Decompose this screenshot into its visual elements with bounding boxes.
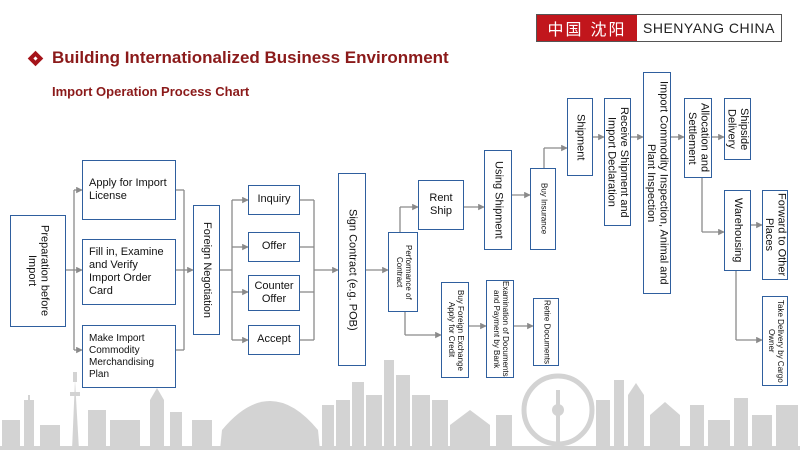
box-buy-foreign-exchange: Buy Foreign Exchange Apply for Credit: [441, 282, 469, 378]
box-inquiry: Inquiry: [248, 185, 300, 215]
box-receive-shipment-declaration: Receive Shipment and Import Declaration: [604, 98, 631, 226]
chart-subtitle: Import Operation Process Chart: [52, 84, 250, 99]
box-shipside-delivery: Shipside Delivery: [724, 98, 751, 160]
box-allocation-settlement: Allocation and Settlement: [684, 98, 712, 178]
brand-chinese: 中国 沈阳: [537, 15, 637, 41]
box-warehousing: Warehousing: [724, 190, 751, 271]
page-title: Building Internationalized Business Envi…: [52, 48, 449, 67]
box-accept: Accept: [248, 325, 300, 355]
box-merchandising-plan: Make Import Commodity Merchandising Plan: [82, 325, 176, 388]
box-using-shipment: Using Shipment: [484, 150, 512, 250]
box-shipment: Shipment: [567, 98, 593, 176]
box-performance-of-contract: Performance of Contract: [388, 232, 418, 312]
box-foreign-negotiation: Foreign Negotiation: [193, 205, 220, 335]
box-sign-contract: Sign Contract (e.g. POB): [338, 173, 366, 366]
box-apply-import-license: Apply for Import License: [82, 160, 176, 220]
box-fill-verify-order-card: Fill in, Examine and Verify Import Order…: [82, 239, 176, 305]
box-preparation-before-import: Preparation before Import: [10, 215, 66, 327]
box-examination-documents-payment: Examination of Documents and Payment by …: [486, 280, 514, 378]
brand-english: SHENYANG CHINA: [643, 20, 775, 36]
box-retire-documents: Retire Documents: [533, 298, 559, 366]
box-import-commodity-inspection: Import Commodity Inspection, Animal and …: [643, 72, 671, 294]
brand-badge: 中国 沈阳 SHENYANG CHINA: [536, 14, 782, 42]
box-buy-insurance: Buy Insurance: [530, 168, 556, 250]
box-forward-other-places: Forward to Other Places: [762, 190, 788, 280]
box-take-delivery-cargo-owner: Take Delivery by Cargo Owner: [762, 296, 788, 386]
box-offer: Offer: [248, 232, 300, 262]
box-counter-offer: Counter Offer: [248, 275, 300, 311]
box-rent-ship: Rent Ship: [418, 180, 464, 230]
